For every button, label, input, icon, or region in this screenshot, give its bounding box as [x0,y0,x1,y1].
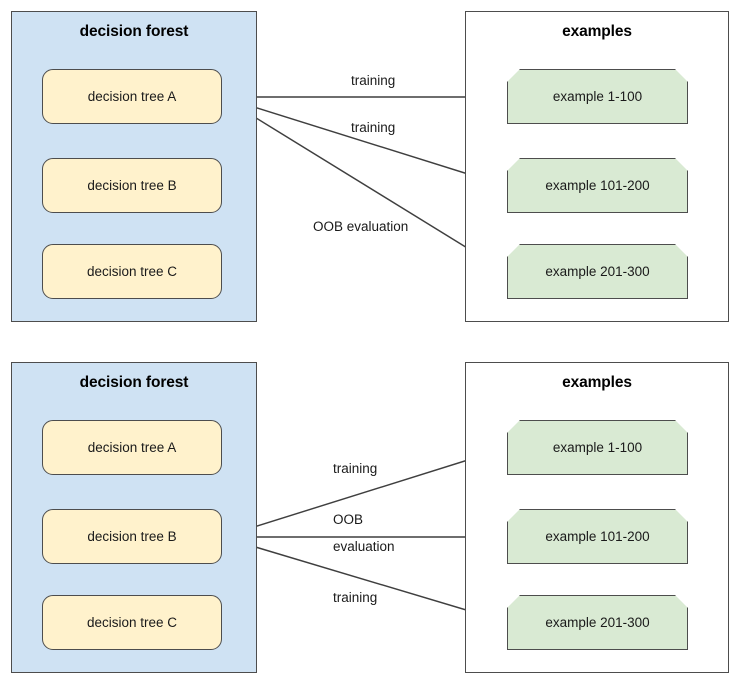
examples-title: examples [562,374,632,391]
example-node-shape [507,595,688,650]
decision-tree-c-node[interactable]: decision tree C [42,595,222,650]
decision-tree-a-node[interactable]: decision tree A [42,420,222,475]
example-201-300-label: example 201-300 [545,264,650,279]
decision-tree-c-label: decision tree C [86,615,178,630]
decision-tree-b-label: decision tree B [87,178,177,193]
example-node-shape [507,69,688,124]
edge-label-oob-evaluation: OOB evaluation [313,219,409,234]
example-1-100-node[interactable]: example 1-100 [507,420,688,475]
example-101-200-label: example 101-200 [545,178,650,193]
example-node-shape [507,509,688,564]
decision-forest-title: decision forest [79,374,189,391]
examples-panel: examples example 1-100 example 101-200 e… [465,11,729,322]
decision-forest-title: decision forest [79,23,189,40]
example-1-100-label: example 1-100 [552,89,643,104]
decision-tree-b-node[interactable]: decision tree B [42,158,222,213]
decision-tree-c-node[interactable]: decision tree C [42,244,222,299]
edge-label-training-1: training [333,461,378,476]
example-201-300-label: example 201-300 [545,615,650,630]
example-201-300-node[interactable]: example 201-300 [507,244,688,299]
edge-label-oob: OOB [333,512,364,527]
example-node-shape [507,158,688,213]
examples-panel: examples example 1-100 example 101-200 e… [465,362,729,673]
edge-treeA-example2 [221,96,504,186]
example-node-shape [507,244,688,299]
diagram-oob-tree-a: decision forest decision tree A decision… [0,0,737,323]
examples-title: examples [562,23,632,40]
decision-tree-a-label: decision tree A [87,89,177,104]
decision-tree-a-label: decision tree A [87,440,177,455]
decision-forest-panel: decision forest decision tree A decision… [11,11,257,322]
edge-label-training-1: training [351,73,396,88]
example-1-100-node[interactable]: example 1-100 [507,69,688,124]
decision-tree-b-node[interactable]: decision tree B [42,509,222,564]
edge-label-training-2: training [333,590,378,605]
decision-tree-a-node[interactable]: decision tree A [42,69,222,124]
example-101-200-node[interactable]: example 101-200 [507,158,688,213]
edge-label-evaluation: evaluation [333,539,395,554]
example-201-300-node[interactable]: example 201-300 [507,595,688,650]
example-101-200-label: example 101-200 [545,529,650,544]
decision-tree-b-label: decision tree B [87,529,177,544]
example-1-100-label: example 1-100 [552,440,643,455]
decision-tree-c-label: decision tree C [86,264,178,279]
example-101-200-node[interactable]: example 101-200 [507,509,688,564]
example-node-shape [507,420,688,475]
decision-forest-panel: decision forest decision tree A decision… [11,362,257,673]
diagram-oob-tree-b: decision forest decision tree A decision… [0,351,737,674]
edge-label-training-2: training [351,120,396,135]
